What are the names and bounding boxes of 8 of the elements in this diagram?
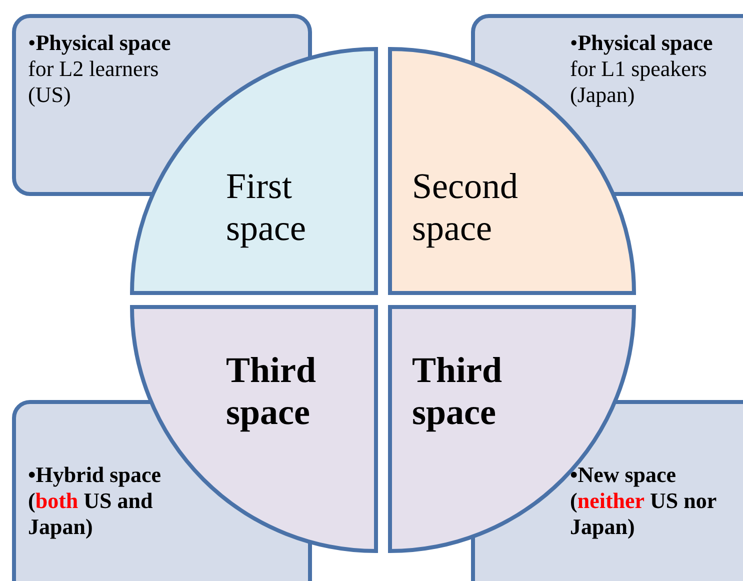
quadrant-label: First space [226,165,307,249]
bullet-text: •Physical space for L1 speakers (Japan) [570,30,714,108]
quadrant-label: Second space [412,165,519,249]
quadrant-label: Third space [412,349,504,433]
quadrant-label: Third space [226,349,318,433]
bullet-text: •Hybrid space (both US and Japan) [28,462,162,540]
bullet-text: •New space (neither US nor Japan) [570,462,718,540]
bullet-text: •Physical space for L2 learners (US) [28,30,172,108]
